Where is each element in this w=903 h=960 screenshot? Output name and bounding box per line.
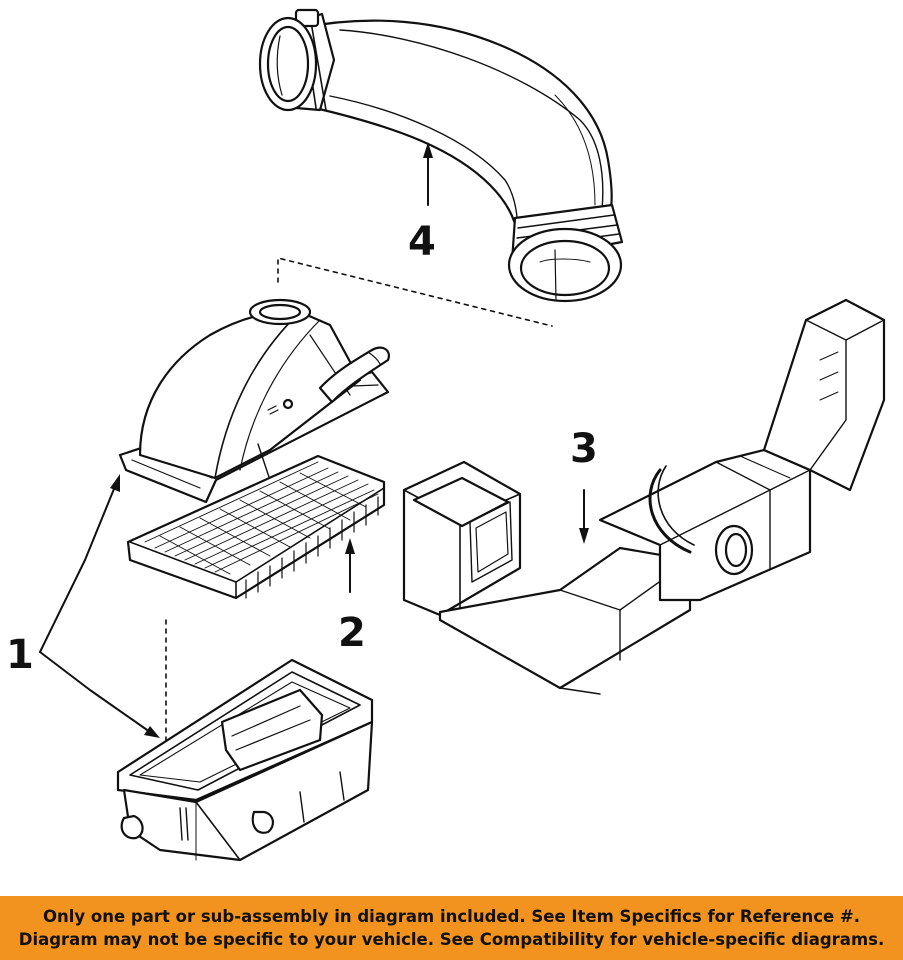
housing-latches <box>120 771 345 841</box>
disclaimer-line-1: Only one part or sub-assembly in diagram… <box>42 907 861 926</box>
callout-1-leaders <box>39 474 160 738</box>
exploded-parts-diagram: 4 <box>6 8 886 862</box>
alignment-dashed-lines <box>165 257 553 811</box>
callout-label-2: 2 <box>338 610 366 656</box>
callout-label-3: 3 <box>570 426 598 472</box>
callout-3-leader <box>579 489 589 544</box>
disclaimer-banner: Only one part or sub-assembly in diagram… <box>0 896 903 960</box>
outlet-hose-part <box>258 8 624 303</box>
callout-4-leader <box>423 142 433 206</box>
disclaimer-line-2: Diagram may not be specific to your vehi… <box>18 930 885 949</box>
callout-label-1: 1 <box>6 632 34 678</box>
air-cleaner-housing-part <box>116 658 374 862</box>
callout-2-leader <box>345 538 355 593</box>
air-filter-part <box>126 454 386 600</box>
air-cleaner-cover-part <box>118 298 390 504</box>
callout-label-4: 4 <box>408 219 436 265</box>
filter-mesh <box>144 461 379 575</box>
intake-duct-part <box>402 298 886 695</box>
